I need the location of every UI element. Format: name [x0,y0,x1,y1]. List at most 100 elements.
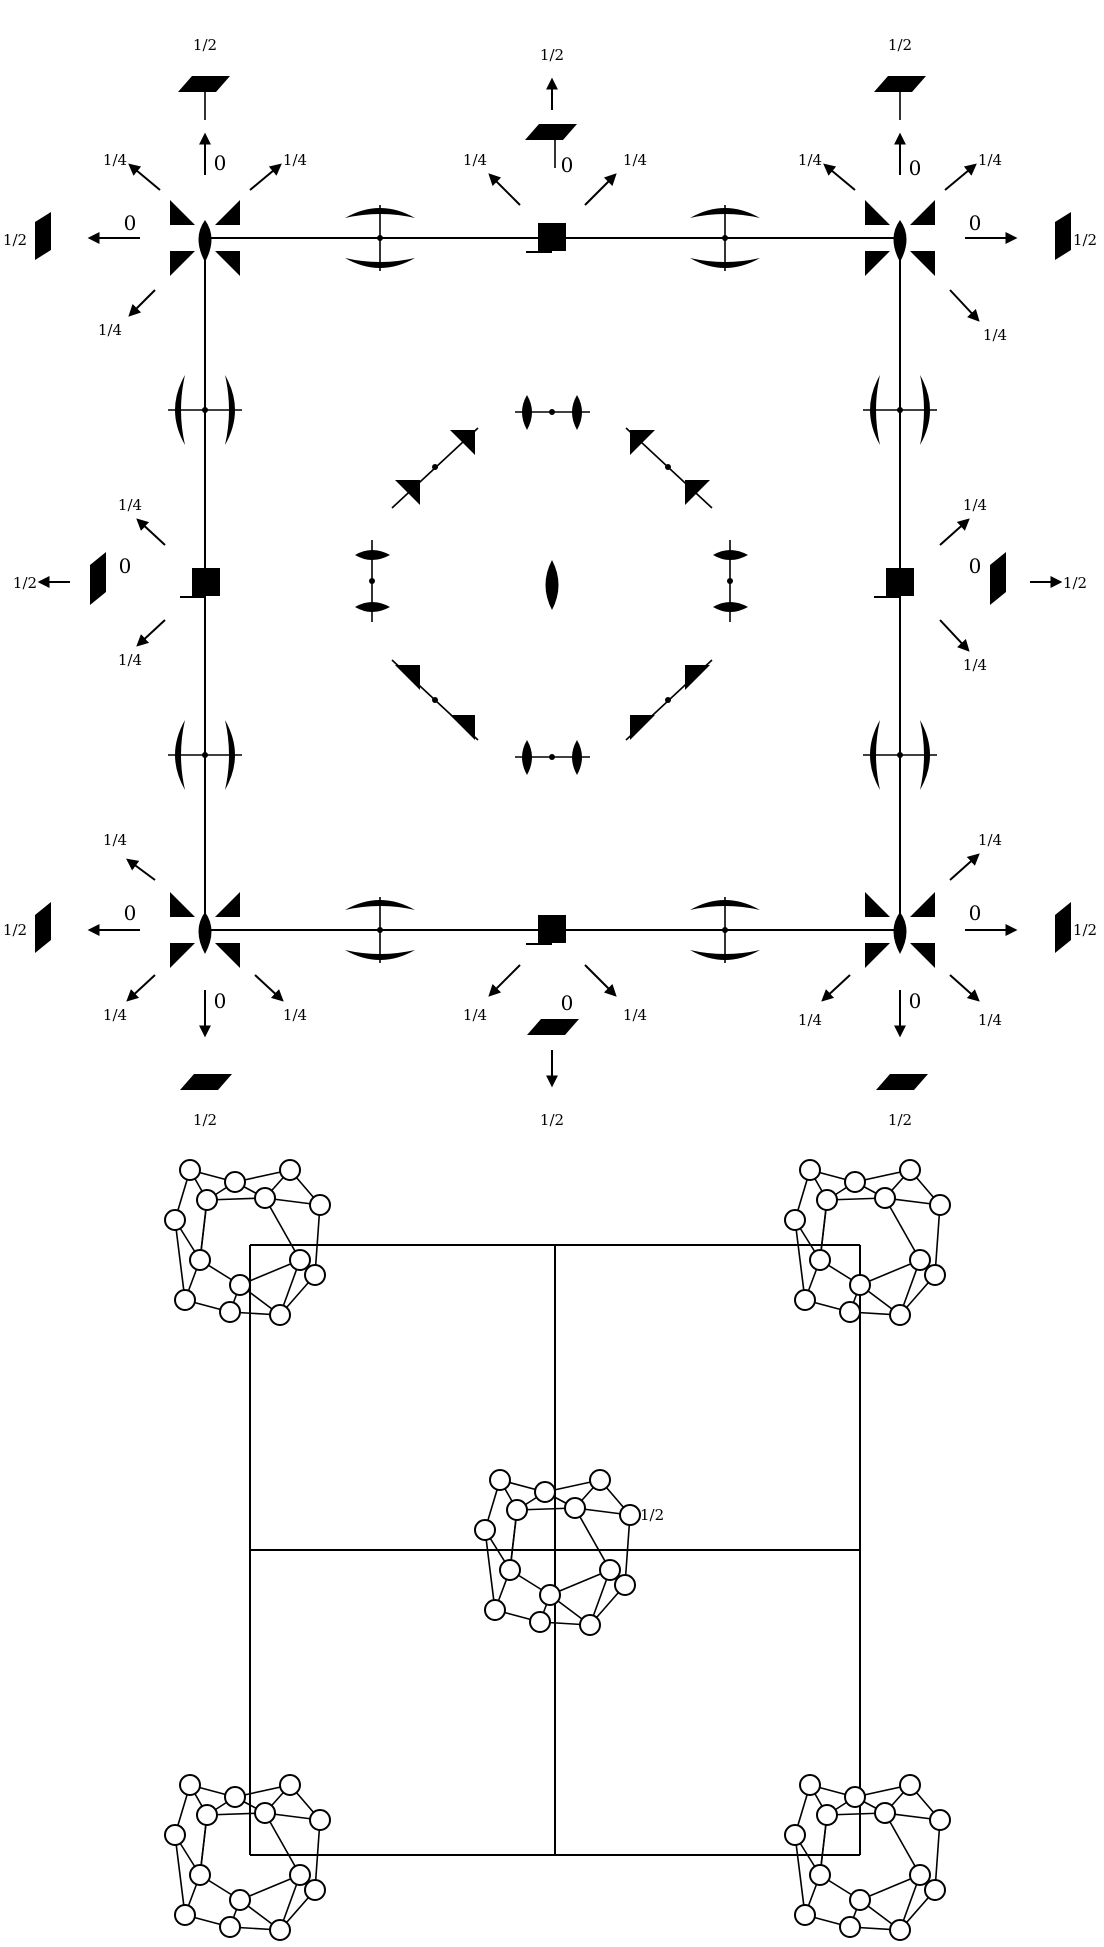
glide-plane-arrows [37,77,1063,1088]
height-fraction-label: 1/4 [983,326,1007,344]
polyhedron-edge [174,1219,186,1301]
atom-node [849,1889,871,1911]
height-zero-label: 0 [909,156,922,180]
inner-ring [355,395,748,775]
polyhedron-edge [174,1834,186,1916]
atom-node [269,1919,291,1941]
polyhedron-edge [934,1819,941,1891]
polyhedron-edge [264,1812,301,1876]
atom-node [844,1171,866,1193]
height-fraction-label: 1/4 [103,831,127,849]
height-fraction-label: 1/4 [978,1011,1002,1029]
atom-node [929,1809,951,1831]
atom-node [844,1786,866,1808]
edge-square-right [874,568,914,598]
atom-node [269,1304,291,1326]
fourfold-axis-icon [198,220,212,262]
polyhedron-edge [574,1507,611,1571]
atom-node [164,1209,186,1231]
height-fraction-label: 1/4 [118,496,142,514]
atom-node [799,1159,821,1181]
atom-node [224,1171,246,1193]
height-fraction-label: 1/4 [98,321,122,339]
atom-node [799,1774,821,1796]
atom-node [929,1194,951,1216]
symmetry-diagram: 1/2 1/2 1/2 1/4 1/4 1/4 1/4 1/4 1/4 0 0 0 1/2 0 0 1/2 1/… [3,36,1097,1129]
coordination-polyhedron-icon [784,1159,951,1326]
polyhedron-edge [314,1204,321,1276]
fourfold-axis-icon [545,560,559,610]
height-fraction-label: 1/4 [463,151,487,169]
atom-node [196,1804,218,1826]
atom-node [309,1194,331,1216]
atom-node [816,1804,838,1826]
height-fraction-label: 1/4 [963,496,987,514]
height-fraction-label: 1/4 [103,1006,127,1024]
atom-node [924,1879,946,1901]
atom-node [229,1889,251,1911]
height-fraction-label: 1/2 [540,1111,564,1129]
atom-node [254,1802,276,1824]
atom-node [219,1916,241,1938]
height-fraction-label: 1/4 [283,151,307,169]
polyhedron-edge [794,1219,806,1301]
atom-node [909,1249,931,1271]
atom-node [279,1159,301,1181]
height-zero-label: 0 [214,989,227,1013]
atom-node [874,1187,896,1209]
polyhedron-edge [884,1812,921,1876]
atom-node [809,1249,831,1271]
atom-node [229,1274,251,1296]
atom-node [489,1469,511,1491]
atom-node [614,1574,636,1596]
polyhedron-edge [884,1197,921,1261]
atom-node [224,1786,246,1808]
fourfold-axis-icon [893,912,907,954]
height-fraction-label: 1/4 [283,1006,307,1024]
height-fraction-label: 1/4 [103,151,127,169]
atom-node [816,1189,838,1211]
polyhedron-edge [484,1529,496,1611]
atom-node [924,1264,946,1286]
height-fraction-label: 1/2 [3,231,27,249]
corner-axis-top-left [170,200,240,276]
atom-node [474,1519,496,1541]
coordination-polyhedron-icon [474,1469,641,1636]
atom-node [849,1274,871,1296]
atom-node [899,1774,921,1796]
height-zero-label: 0 [124,901,137,925]
atom-node [484,1599,506,1621]
polyhedron-edge [934,1204,941,1276]
height-zero-label: 0 [969,554,982,578]
edge-square-top [526,223,566,253]
atom-node [289,1864,311,1886]
atom-node [784,1209,806,1231]
atom-node [506,1499,528,1521]
height-fraction-label: 1/4 [623,1006,647,1024]
height-fraction-label: 1/4 [798,151,822,169]
polyhedron-edge [264,1197,301,1261]
atom-node [889,1304,911,1326]
atom-node [889,1919,911,1941]
polyhedron-edge [314,1819,321,1891]
atom-node [784,1824,806,1846]
atom-node [534,1481,556,1503]
atom-node [189,1249,211,1271]
edge-square-left [180,568,220,598]
height-fraction-label: 1/2 [888,1111,912,1129]
atom-node [839,1916,861,1938]
height-fraction-label: 1/2 [193,36,217,54]
atom-node [304,1264,326,1286]
atom-node [254,1187,276,1209]
height-zero-label: 0 [119,554,132,578]
atom-node [839,1301,861,1323]
height-fraction-label: 1/2 [1073,921,1097,939]
atom-node [279,1774,301,1796]
height-zero-label: 0 [969,211,982,235]
atom-node [499,1559,521,1581]
atom-node [794,1289,816,1311]
height-zero-label: 0 [124,211,137,235]
coordination-polyhedron-icon [784,1774,951,1941]
height-fraction-label: 1/2 [193,1111,217,1129]
